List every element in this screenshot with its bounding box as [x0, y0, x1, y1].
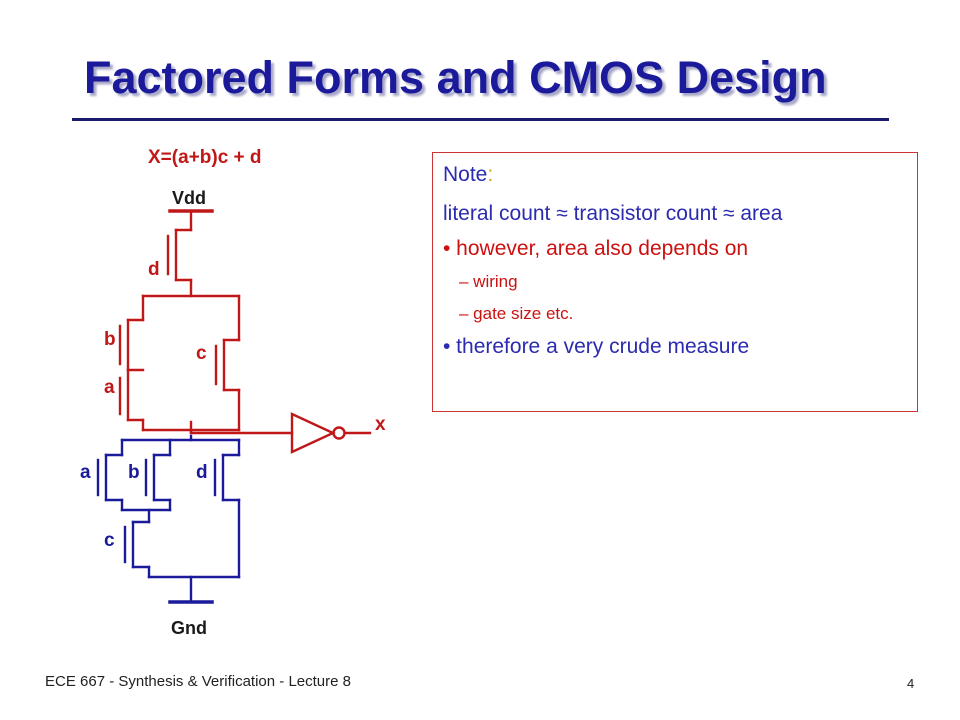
note-bullet-area-depends: • however, area also depends on — [443, 237, 749, 260]
page-number: 4 — [907, 676, 915, 691]
boolean-equation: X=(a+b)c + d — [148, 147, 262, 168]
note-heading-colon: : — [487, 163, 494, 186]
pmos-label-b: b — [104, 329, 116, 350]
note-heading-text: Note — [443, 163, 488, 186]
pmos-label-a: a — [104, 377, 115, 398]
note-sub-wiring: – wiring — [459, 272, 518, 291]
note-sub-gate-size: – gate size etc. — [459, 304, 574, 323]
output-label: x — [375, 414, 386, 435]
cmos-circuit-diagram: X=(a+b)c + d Vdd d b c a x a b d c Gnd — [80, 147, 386, 638]
title-divider — [72, 118, 889, 121]
slide-footer: ECE 667 - Synthesis & Verification - Lec… — [45, 673, 351, 690]
note-box: Note: literal count ≈ transistor count ≈… — [432, 152, 918, 412]
note-heading: Note: — [443, 163, 917, 187]
nmos-label-c: c — [104, 530, 115, 551]
gnd-label: Gnd — [171, 618, 207, 638]
note-bullet-crude-measure: • therefore a very crude measure — [443, 335, 750, 358]
nmos-label-a: a — [80, 462, 91, 483]
pmos-label-c: c — [196, 343, 207, 364]
pull-down-network — [96, 434, 241, 604]
slide-title: Factored Forms and CMOS Design — [84, 52, 827, 103]
pull-up-network — [118, 209, 372, 454]
vdd-label: Vdd — [172, 188, 206, 208]
pmos-label-d: d — [148, 259, 160, 280]
nmos-label-d: d — [196, 462, 208, 483]
nmos-label-b: b — [128, 462, 140, 483]
note-literal-count-line: literal count ≈ transistor count ≈ area — [443, 202, 783, 225]
